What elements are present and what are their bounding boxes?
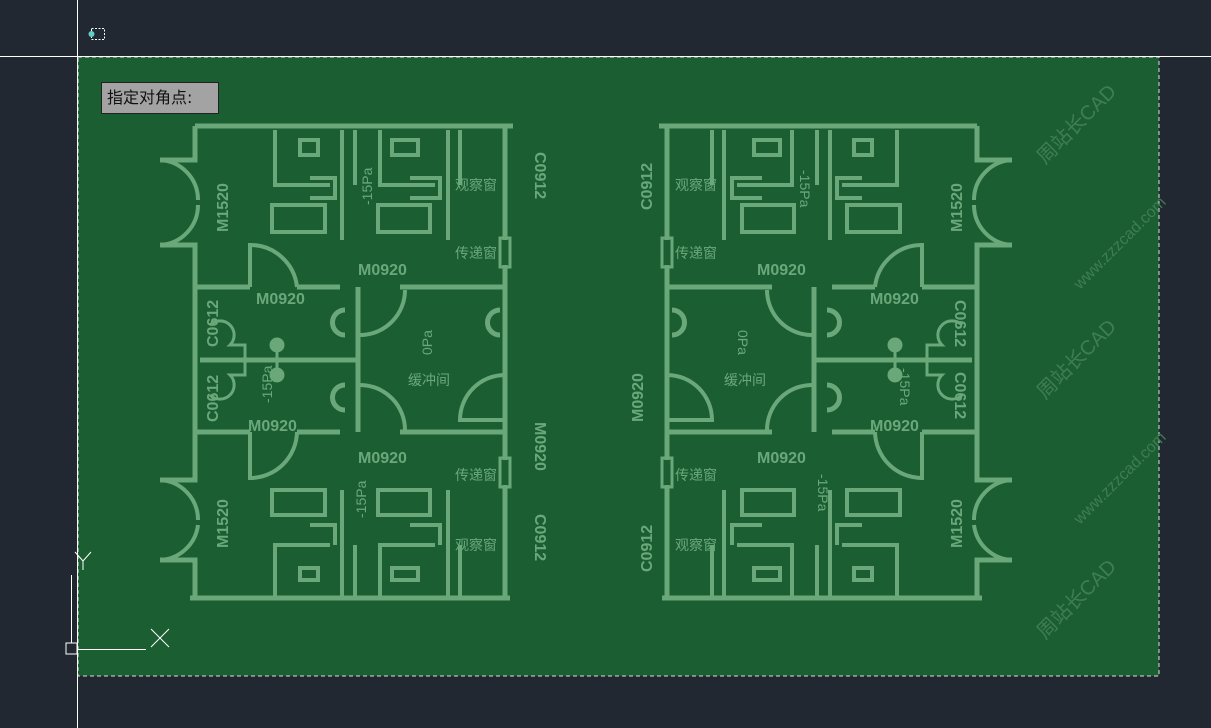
label: 缓冲间 <box>408 372 450 388</box>
label: C0612 <box>951 300 968 347</box>
label: M1520 <box>949 499 966 548</box>
label: 传递窗 <box>455 245 497 261</box>
label: M0920 <box>256 291 305 308</box>
label: C0612 <box>205 300 222 347</box>
label: 观察窗 <box>455 177 497 193</box>
label: M0920 <box>630 373 647 422</box>
label: 缓冲间 <box>724 372 766 388</box>
ucs-y-glyph <box>74 551 92 570</box>
label: -15Pa <box>353 480 369 518</box>
label: M0920 <box>870 418 919 435</box>
label: 传递窗 <box>675 245 717 261</box>
label: -15Pa <box>815 474 831 512</box>
label: M0920 <box>358 450 407 467</box>
label: 0Pa <box>419 330 435 355</box>
plan-labels-right: M1520 M1520 M0920 M0920 M0920 M0920 M092… <box>630 163 968 572</box>
ucs-x-glyph <box>150 628 170 648</box>
label: M0920 <box>358 262 407 279</box>
label: 传递窗 <box>455 467 497 483</box>
label: C0912 <box>639 163 656 210</box>
label: C0912 <box>639 525 656 572</box>
label: 观察窗 <box>455 537 497 553</box>
label: 传递窗 <box>675 467 717 483</box>
label: C0612 <box>205 375 222 422</box>
selection-window <box>78 57 1159 676</box>
label: C0612 <box>951 372 968 419</box>
window-selection-icon <box>88 26 106 42</box>
plan-labels-left: M1520 M1520 M0920 M0920 M0920 M0920 M092… <box>205 152 548 561</box>
ucs-icon <box>65 551 170 655</box>
label: -15Pa <box>897 368 913 406</box>
label: 观察窗 <box>675 537 717 553</box>
label: 观察窗 <box>675 177 717 193</box>
label: -15Pa <box>797 170 813 208</box>
label: 0Pa <box>735 330 751 355</box>
command-prompt-tooltip: 指定对角点: <box>101 82 219 114</box>
label: M0920 <box>870 291 919 308</box>
label: M1520 <box>215 499 232 548</box>
label: M1520 <box>215 183 232 232</box>
label: M0920 <box>757 262 806 279</box>
label: -15Pa <box>259 365 275 403</box>
label: -15Pa <box>359 167 375 205</box>
label: C0912 <box>531 152 548 199</box>
label: M0920 <box>531 422 548 471</box>
label: M0920 <box>757 450 806 467</box>
label: C0912 <box>531 514 548 561</box>
label: M1520 <box>949 183 966 232</box>
label: M0920 <box>248 418 297 435</box>
